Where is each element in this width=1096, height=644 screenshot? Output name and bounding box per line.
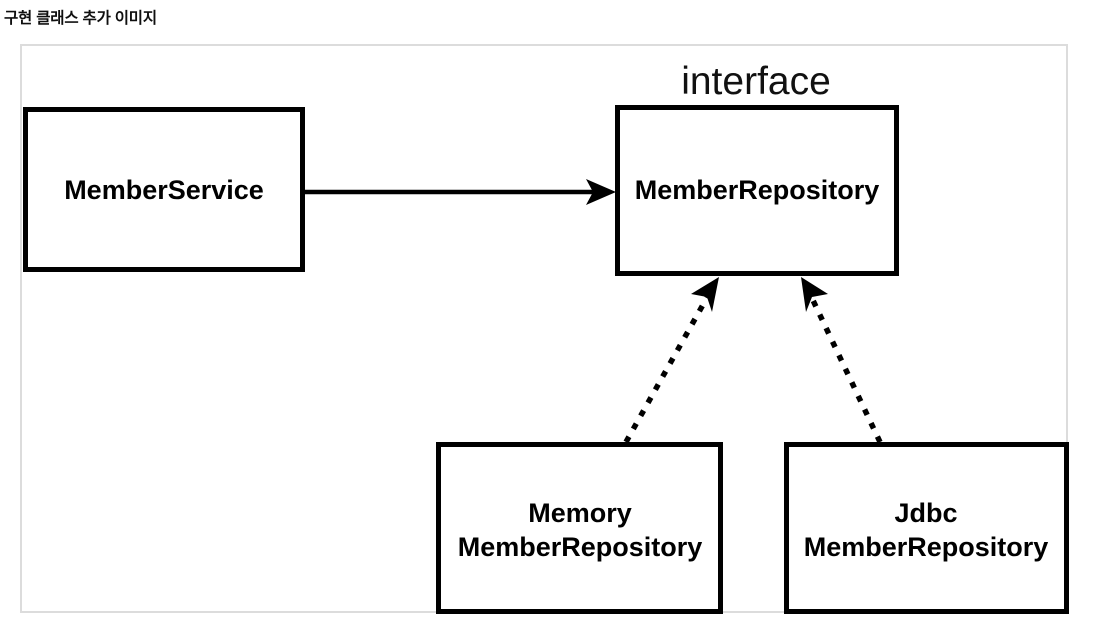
class-box-memory-member-repository-label-line2: MemberRepository (458, 532, 703, 562)
edge-memory-implements-line (623, 292, 712, 444)
class-box-member-service-rect (23, 107, 305, 272)
class-box-memory-member-repository-label-line1: Memory (528, 498, 632, 528)
class-box-member-repository[interactable]: MemberRepository (615, 105, 899, 276)
class-box-member-repository-rect (615, 105, 899, 276)
class-box-memory-member-repository[interactable]: Memory MemberRepository (436, 442, 723, 614)
edge-jdbc-implements (801, 277, 883, 444)
class-box-member-repository-label: MemberRepository (635, 175, 880, 205)
class-box-jdbc-member-repository-label-line2: MemberRepository (804, 532, 1049, 562)
class-box-member-service[interactable]: MemberService (23, 107, 305, 272)
edge-memory-implements (623, 277, 719, 444)
diagram-frame: interface MemberService MemberRepository… (20, 44, 1069, 614)
class-box-jdbc-member-repository[interactable]: Jdbc MemberRepository (784, 442, 1069, 614)
solid-triangle-arrow-icon (801, 277, 828, 312)
class-box-memory-member-repository-rect (436, 442, 723, 614)
edge-jdbc-implements-line (807, 292, 883, 444)
interface-stereotype-label: interface (681, 60, 831, 103)
class-box-jdbc-member-repository-rect (784, 442, 1069, 614)
open-arrow-icon (586, 179, 616, 205)
class-box-member-service-label: MemberService (64, 175, 264, 205)
class-box-jdbc-member-repository-label-line1: Jdbc (894, 498, 957, 528)
page-title: 구현 클래스 추가 이미지 (4, 10, 157, 27)
solid-triangle-arrow-icon (691, 277, 719, 312)
edge-service-to-repository (305, 179, 616, 205)
